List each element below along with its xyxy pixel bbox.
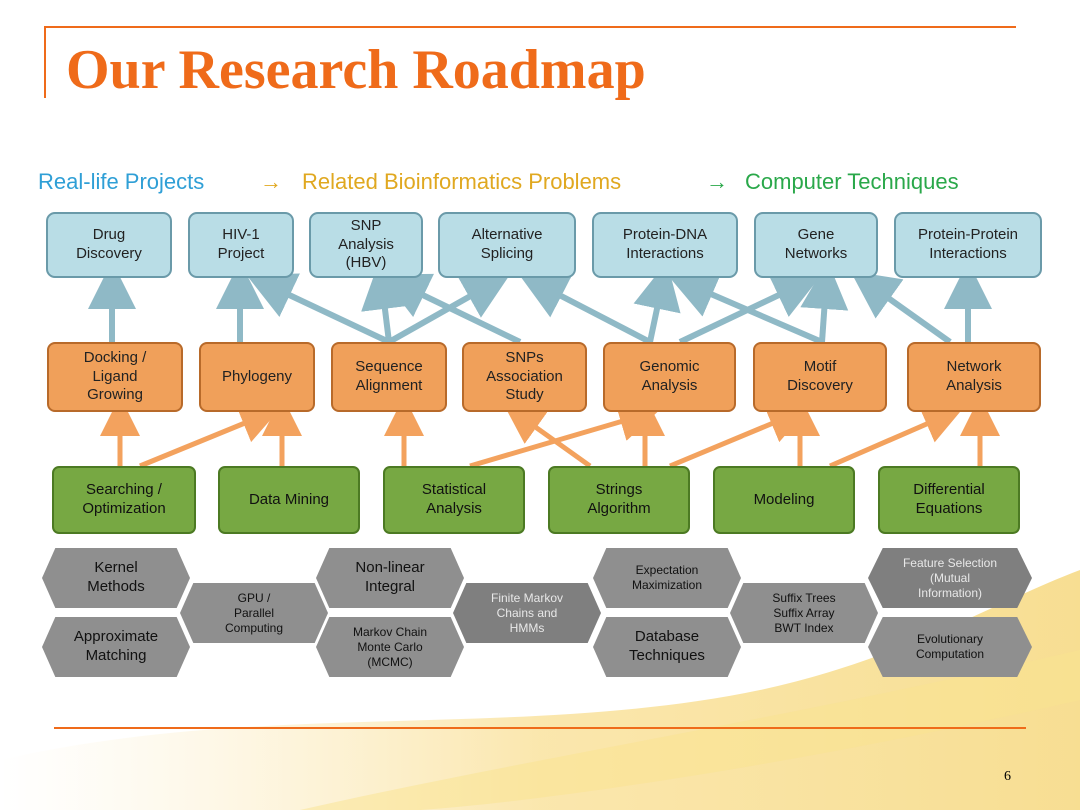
legend-arrow-1: → <box>260 169 282 194</box>
method-suffix-trees: Suffix Trees Suffix Array BWT Index <box>730 583 878 643</box>
problem-network-analysis: Network Analysis <box>907 342 1041 412</box>
left-divider <box>44 26 46 98</box>
legend-real-life-projects: Real-life Projects <box>38 169 205 194</box>
problem-snps-association: SNPs Association Study <box>462 342 587 412</box>
problem-motif-discovery: Motif Discovery <box>753 342 887 412</box>
page-number: 6 <box>1004 769 1011 784</box>
project-alternative-splicing: Alternative Splicing <box>438 212 576 278</box>
method-kernel-methods: Kernel Methods <box>42 548 190 608</box>
project-snp-analysis: SNP Analysis (HBV) <box>309 212 423 278</box>
method-database-techniques: Database Techniques <box>593 617 741 677</box>
project-hiv-1: HIV-1 Project <box>188 212 294 278</box>
slide-title: Our Research Roadmap <box>66 39 646 101</box>
technique-statistical-analysis: Statistical Analysis <box>383 466 525 534</box>
project-protein-dna: Protein-DNA Interactions <box>592 212 738 278</box>
technique-searching: Searching / Optimization <box>52 466 196 534</box>
technique-differential-equations: Differential Equations <box>878 466 1020 534</box>
legend-related-problems: Related Bioinformatics Problems <box>302 169 622 194</box>
project-gene-networks: Gene Networks <box>754 212 878 278</box>
method-gpu-parallel: GPU / Parallel Computing <box>180 583 328 643</box>
project-protein-protein: Protein-Protein Interactions <box>894 212 1042 278</box>
technique-modeling: Modeling <box>713 466 855 534</box>
method-finite-markov-chains: Finite Markov Chains and HMMs <box>453 583 601 643</box>
method-feature-selection: Feature Selection (Mutual Information) <box>868 548 1032 608</box>
bottom-divider <box>54 727 1026 729</box>
method-non-linear-integral: Non-linear Integral <box>316 548 464 608</box>
problem-phylogeny: Phylogeny <box>199 342 315 412</box>
problem-genomic-analysis: Genomic Analysis <box>603 342 736 412</box>
legend-arrow-2: → <box>706 169 728 194</box>
top-divider <box>44 26 1016 28</box>
method-evolutionary-computation: Evolutionary Computation <box>868 617 1032 677</box>
problem-sequence-alignment: Sequence Alignment <box>331 342 447 412</box>
problem-docking: Docking / Ligand Growing <box>47 342 183 412</box>
method-mcmc: Markov Chain Monte Carlo (MCMC) <box>316 617 464 677</box>
technique-data-mining: Data Mining <box>218 466 360 534</box>
legend-computer-techniques: Computer Techniques <box>745 169 959 194</box>
technique-strings-algorithm: Strings Algorithm <box>548 466 690 534</box>
method-expectation-maximization: Expectation Maximization <box>593 548 741 608</box>
method-approximate-matching: Approximate Matching <box>42 617 190 677</box>
project-drug-discovery: Drug Discovery <box>46 212 172 278</box>
